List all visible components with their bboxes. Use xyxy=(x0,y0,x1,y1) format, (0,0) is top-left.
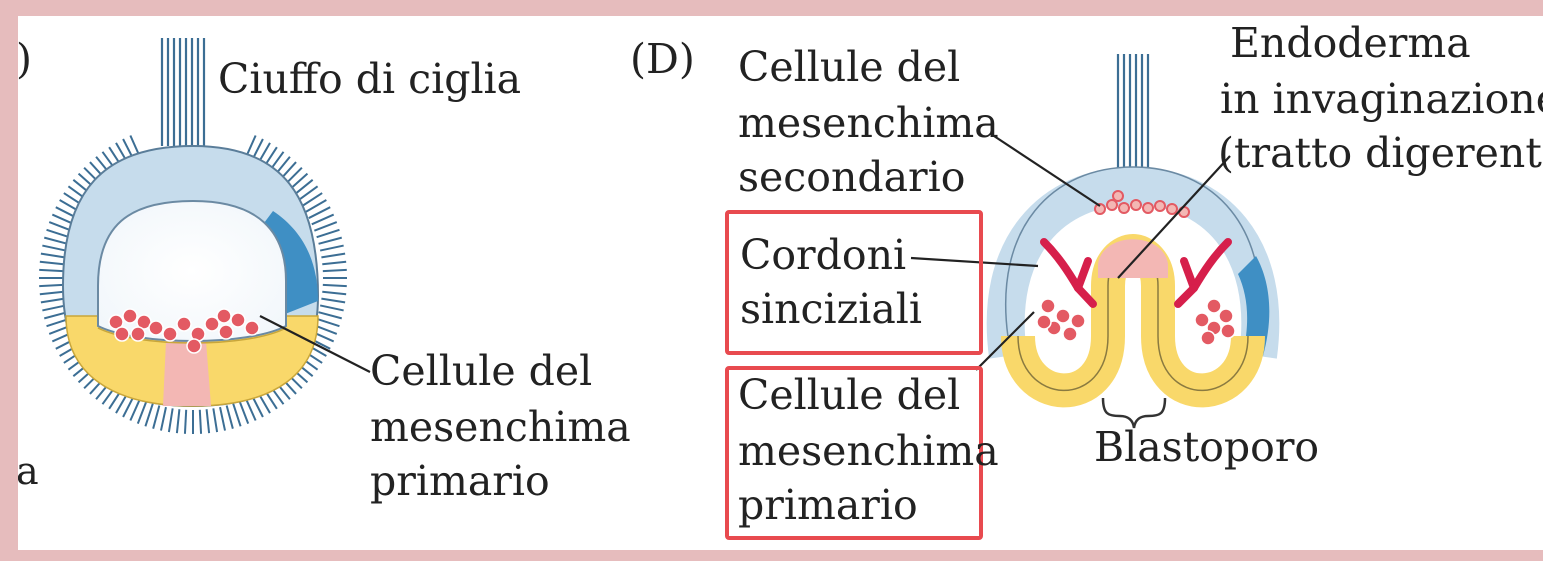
cilium xyxy=(238,400,250,424)
label-line: mesenchima xyxy=(738,99,999,147)
cilium xyxy=(319,244,344,252)
label-line: Cellule del xyxy=(738,43,961,91)
cilium xyxy=(301,192,323,207)
cilium xyxy=(205,409,211,434)
label-line: Cellule del xyxy=(738,371,961,419)
apical-tuft xyxy=(160,38,206,146)
label-line: primario xyxy=(370,457,550,505)
cilium xyxy=(244,398,257,421)
label-line: secondario xyxy=(738,153,966,201)
label-line: mesenchima xyxy=(738,427,999,475)
stray-character: a xyxy=(18,449,39,493)
cilium xyxy=(40,252,65,259)
cilium xyxy=(39,260,64,266)
cilium xyxy=(316,317,340,328)
cilium xyxy=(40,297,65,304)
cilium xyxy=(305,199,327,213)
label-ciuffo-di-ciglia: Ciuffo di ciglia xyxy=(218,55,522,103)
label-line: (tratto digerente) xyxy=(1218,129,1543,177)
cilium xyxy=(219,406,226,431)
cilium xyxy=(293,179,314,196)
cilium xyxy=(129,398,142,421)
cilium xyxy=(144,403,154,427)
cilium xyxy=(311,213,335,226)
cilium xyxy=(39,290,64,296)
cilium xyxy=(152,405,161,429)
cilium xyxy=(322,260,347,266)
cilium xyxy=(319,304,344,312)
label-line: in invaginazione xyxy=(1220,75,1543,123)
label-line: Endoderma xyxy=(1230,19,1471,67)
cilium xyxy=(232,403,242,427)
cilium xyxy=(308,206,331,219)
cilium xyxy=(316,228,340,239)
cilium xyxy=(48,221,72,232)
cilium xyxy=(46,228,70,239)
highlight-box-cordoni xyxy=(725,210,983,355)
cilium xyxy=(175,409,181,434)
cilium xyxy=(136,400,148,424)
cilium xyxy=(225,405,234,429)
panel-letter-left: ) xyxy=(18,34,32,84)
cilium xyxy=(122,395,135,418)
cilium xyxy=(39,268,64,273)
label-line: sinciziali xyxy=(740,285,923,333)
highlight-box-primary-mesenchyme xyxy=(725,366,983,540)
cilium xyxy=(183,409,188,434)
label-line: Cellule del xyxy=(370,347,593,395)
cilium xyxy=(318,236,343,245)
cilium xyxy=(212,408,219,433)
panel-letter-right: (D) xyxy=(630,35,695,83)
cilium xyxy=(318,311,343,320)
embryo-diagram xyxy=(39,38,1280,434)
leader-lines xyxy=(259,135,1231,373)
cilium xyxy=(39,283,64,288)
cilium xyxy=(321,297,346,304)
cilium xyxy=(322,283,347,288)
cilium xyxy=(321,252,346,259)
figure-panel: ) a (D) Ciuffo di ciglia Cellule del mes… xyxy=(18,16,1543,550)
cilium xyxy=(42,244,67,252)
cilium xyxy=(322,290,347,296)
cilium xyxy=(198,409,203,434)
cilium xyxy=(167,408,174,433)
cilium xyxy=(322,268,347,273)
label-blastoporo: Blastoporo xyxy=(1094,423,1320,471)
cilium xyxy=(43,311,68,320)
cilium xyxy=(314,221,338,232)
gastrula-right xyxy=(986,54,1280,429)
label-line: Cordoni xyxy=(740,231,907,279)
cilium xyxy=(297,185,319,202)
blastula-left xyxy=(61,144,320,408)
cilium xyxy=(160,406,167,431)
label-line: mesenchima xyxy=(370,403,631,451)
cilium xyxy=(42,304,67,312)
cilium xyxy=(251,395,264,418)
cilium xyxy=(43,236,68,245)
label-line: primario xyxy=(738,481,918,529)
